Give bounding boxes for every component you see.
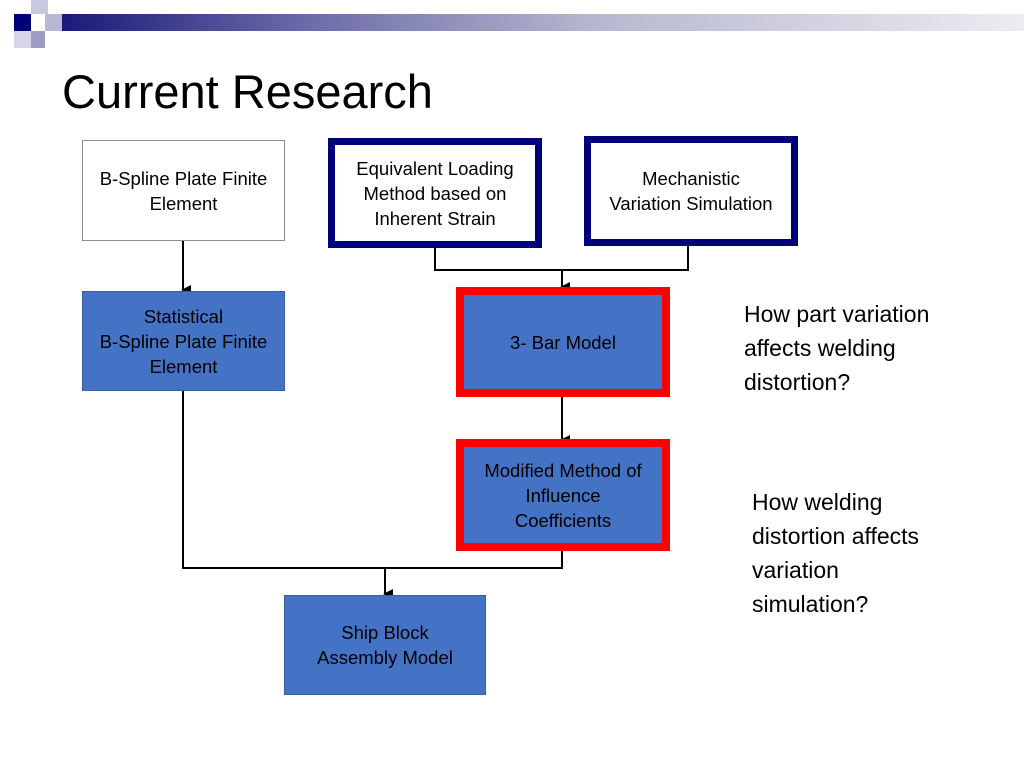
- box-three-bar-model: 3- Bar Model: [456, 287, 670, 397]
- question-welding-distortion: How welding distortion affects variation…: [752, 489, 920, 617]
- title-accent-bar: [62, 14, 1024, 31]
- box-ship-block-assembly-model: Ship Block Assembly Model: [284, 595, 486, 695]
- box-bspline-plate-fe: B-Spline Plate Finite Element: [82, 140, 285, 241]
- corner-decoration-light-square: [14, 31, 31, 48]
- slide-title: Current Research: [62, 65, 433, 118]
- corner-decoration-dark-square: [14, 14, 31, 31]
- box-modified-method-influence-coefficients: Modified Method of Influence Coefficient…: [456, 439, 670, 551]
- corner-decoration-light-square: [45, 14, 62, 31]
- corner-decoration-light-square: [31, 31, 45, 48]
- box-statistical-bspline-fe: Statistical B-Spline Plate Finite Elemen…: [82, 291, 285, 391]
- box-mechanistic-variation-simulation: Mechanistic Variation Simulation: [584, 136, 798, 246]
- connector-statistical-to-merge: [182, 391, 563, 569]
- corner-decoration-light-square: [31, 0, 48, 14]
- box-equivalent-loading-method: Equivalent Loading Method based on Inher…: [328, 138, 542, 248]
- question-part-variation: How part variation affects welding disto…: [744, 301, 930, 395]
